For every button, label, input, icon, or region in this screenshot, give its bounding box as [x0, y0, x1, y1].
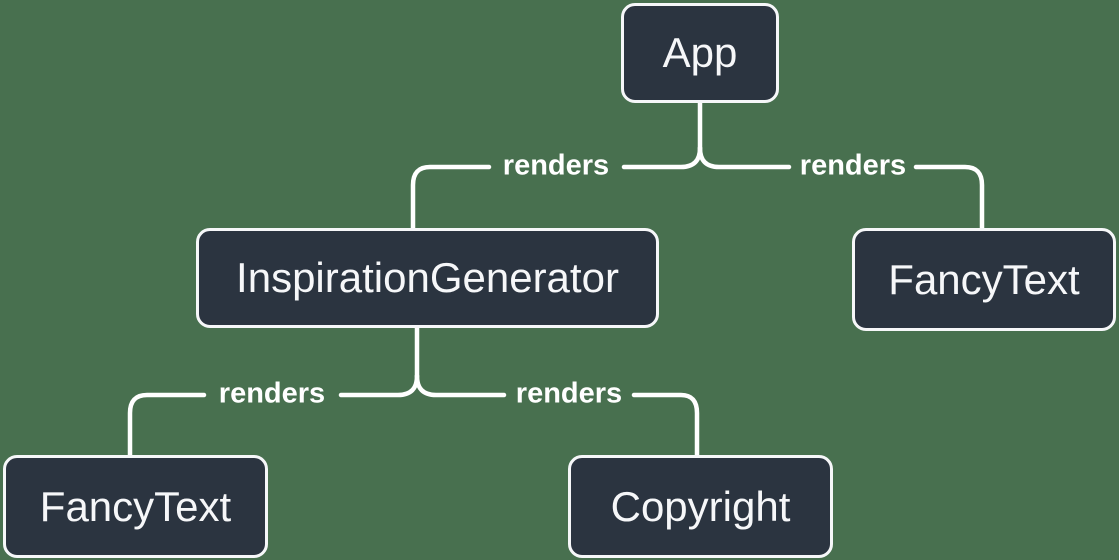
node-app-label: App — [662, 29, 738, 76]
edge-inspirationgenerator-to-copyright — [414, 373, 700, 458]
node-fancytext-top-label: FancyText — [888, 255, 1080, 303]
edge-label-renders-app-fancytext: renders — [799, 149, 907, 182]
edge-label-renders-inspirationgenerator-fancytext: renders — [218, 377, 326, 410]
node-fancytext-bottom-label: FancyText — [39, 482, 232, 530]
edge-label-renders-inspirationgenerator-copyright: renders — [515, 377, 623, 410]
node-fancytext-bottom: FancyText — [3, 455, 268, 558]
node-copyright-label: Copyright — [610, 482, 791, 530]
node-app: App — [621, 3, 779, 103]
edge-app-to-fancytext — [697, 145, 985, 231]
node-copyright: Copyright — [568, 455, 833, 558]
node-inspiration-generator-label: InspirationGenerator — [236, 254, 619, 301]
node-fancytext-top: FancyText — [852, 228, 1116, 331]
edge-label-renders-app-inspirationgenerator: renders — [502, 149, 610, 182]
node-inspiration-generator: InspirationGenerator — [196, 228, 659, 328]
